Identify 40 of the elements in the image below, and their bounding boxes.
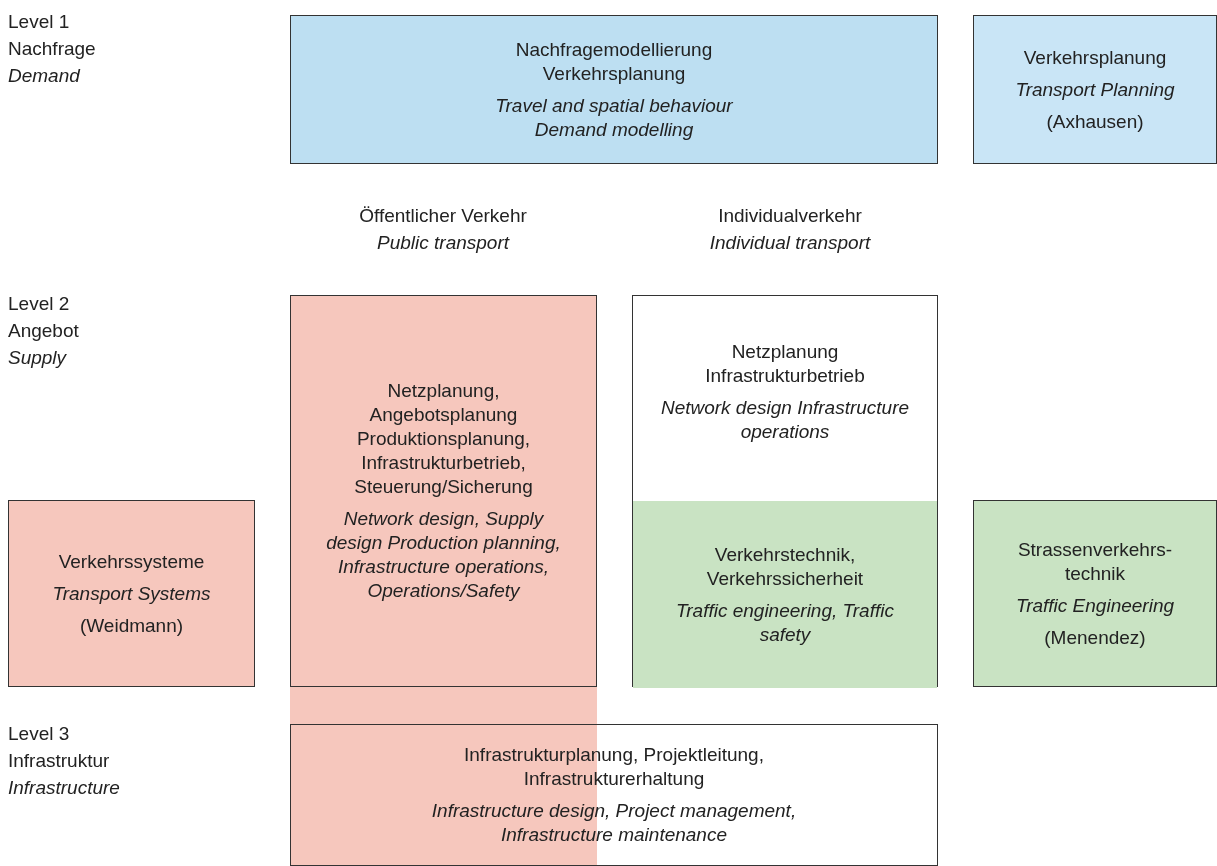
box-text: (Axhausen) bbox=[1046, 109, 1144, 134]
column-header: Public transport bbox=[377, 231, 509, 255]
box-text: Travel and spatial behaviour Demand modelling bbox=[494, 93, 734, 142]
category-box bbox=[973, 15, 1217, 164]
box-text: Infrastructure design, Project management, Infrastructure maintenance bbox=[430, 799, 798, 847]
box-text: Traffic Engineering bbox=[1015, 593, 1175, 618]
box-text: Network design Infrastructure operations bbox=[659, 396, 911, 444]
box-heading: Infrastrukturplanung, Projektleitung, Infrastrukturerhaltung bbox=[463, 743, 765, 791]
row-label: Infrastruktur bbox=[8, 749, 110, 773]
category-box bbox=[973, 500, 1217, 687]
box-heading: Nachfragemodellierung Verkehrsplanung bbox=[514, 37, 714, 86]
box-text: Traffic engineering, Traffic safety bbox=[675, 598, 895, 647]
category-box bbox=[632, 295, 938, 687]
box-text: Transport Systems bbox=[52, 581, 211, 606]
category-box bbox=[290, 295, 597, 687]
box-text: Network design, Supply design Production planning, Infrastructure operations, Operations/Safety bbox=[325, 507, 562, 603]
box-text: (Weidmann) bbox=[79, 613, 184, 638]
category-box bbox=[8, 500, 255, 687]
row-label: Nachfrage bbox=[8, 37, 96, 61]
row-label: Demand bbox=[8, 64, 80, 88]
box-heading: Verkehrstechnik, Verkehrssicherheit bbox=[705, 542, 865, 591]
level-label: Level 2 bbox=[8, 292, 70, 316]
box-heading: Verkehrsplanung bbox=[1023, 45, 1167, 70]
box-heading: Netzplanung Infrastrukturbetrieb bbox=[704, 340, 866, 388]
level-label: Level 1 bbox=[8, 10, 70, 34]
column-header: Individual transport bbox=[709, 231, 871, 255]
row-label: Supply bbox=[8, 346, 67, 370]
box-text: (Menendez) bbox=[1044, 625, 1146, 650]
row-label: Angebot bbox=[8, 319, 79, 343]
row-label: Infrastructure bbox=[8, 776, 120, 800]
box-heading: Strassenverkehrs-technik bbox=[1016, 537, 1174, 586]
category-box bbox=[290, 15, 938, 164]
column-header: Individualverkehr bbox=[718, 204, 862, 228]
box-heading: Netzplanung, Angebotsplanung Produktionsplanung, Infrastrukturbetrieb, Steuerung/Sicherung bbox=[353, 379, 534, 499]
box-heading: Verkehrssysteme bbox=[58, 549, 205, 574]
category-box bbox=[290, 724, 938, 866]
column-header: Öffentlicher Verkehr bbox=[359, 204, 527, 228]
box-text: Transport Planning bbox=[1015, 77, 1175, 102]
level-label: Level 3 bbox=[8, 722, 70, 746]
category-box bbox=[633, 501, 937, 688]
